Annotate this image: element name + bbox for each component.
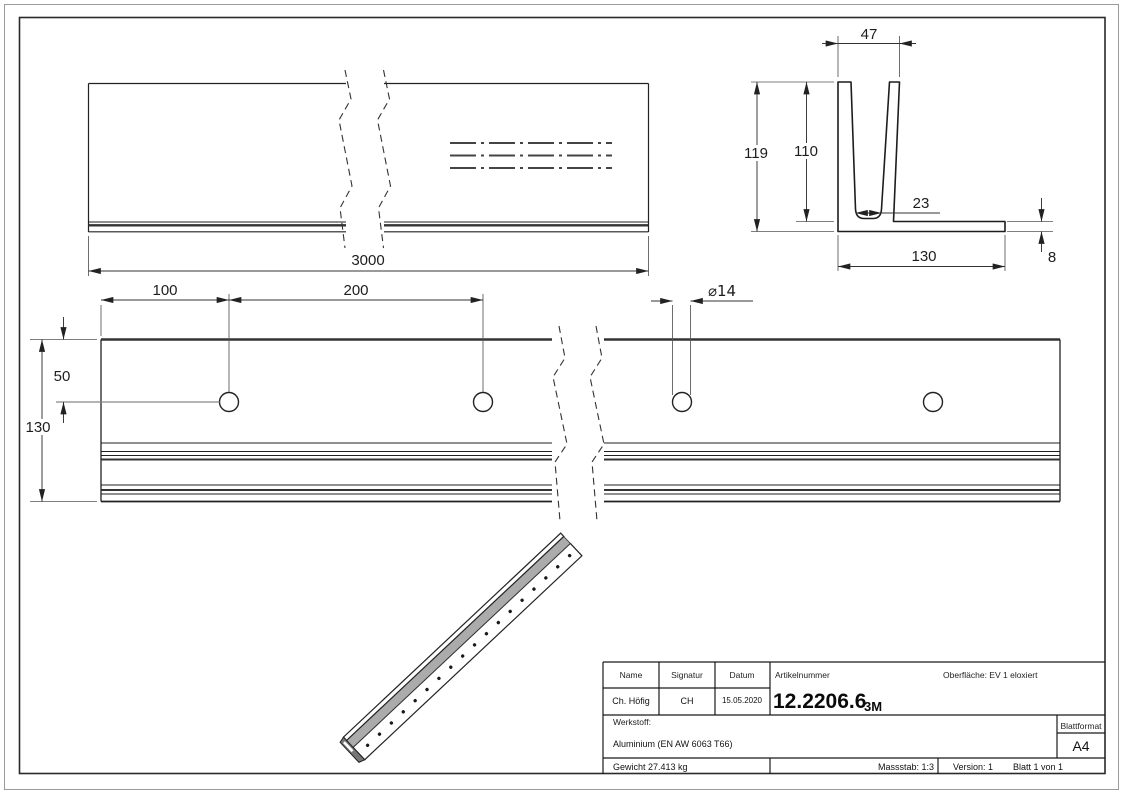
dim-section-base-thickness: 8 (1048, 249, 1056, 266)
section-dim-8: 8 (1007, 198, 1056, 266)
titleblock-werkstoff-value: Aluminium (EN AW 6063 T66) (613, 739, 733, 749)
top-view-dim-100: 100 (100, 282, 230, 392)
section-dim-47: 47 (822, 26, 916, 77)
dim-top-edge-to-hole: 100 (152, 282, 177, 299)
title-block-grid (602, 661, 1105, 774)
dim-front-length: 3000 (351, 252, 384, 269)
hole-2 (472, 391, 494, 413)
top-view-outline (100, 338, 1061, 503)
titleblock-gewicht: Gewicht 27.413 kg (613, 762, 688, 772)
dim-section-channel-depth: 110 (794, 143, 818, 160)
drawing-frame (18, 16, 1106, 775)
titleblock-version: Version: 1 (953, 762, 993, 772)
top-view-dim-50: 50 (54, 317, 71, 423)
titleblock-signatur-header: Signatur (671, 670, 703, 680)
front-view-break-lines (338, 69, 392, 249)
section-view: 47 119 110 23 130 8 (741, 26, 1056, 271)
titleblock-blattformat-label: Blattformat (1060, 721, 1102, 731)
mounting-holes (218, 391, 944, 413)
hole-3 (671, 391, 693, 413)
dim-section-slot-width: 23 (913, 195, 930, 212)
hole-4 (922, 391, 944, 413)
front-view-dim-3000: 3000 (88, 236, 649, 276)
title-block: Name Signatur Datum Ch. Höfig CH 15.05.2… (602, 661, 1105, 774)
dim-top-hole-diameter: ⌀14 (708, 282, 736, 300)
dim-top-hole-spacing: 200 (343, 282, 368, 299)
dim-top-hole-offset: 50 (54, 368, 71, 385)
front-view: 3000 (87, 69, 650, 276)
titleblock-blatt: Blatt 1 von 1 (1013, 762, 1063, 772)
top-view: 100 200 50 130 ⌀14 (22, 282, 1061, 522)
top-view-dim-hole-dia: ⌀14 (651, 282, 753, 395)
titleblock-artikelnummer-value: 12.2206.6 (773, 690, 866, 713)
section-dim-23: 23 (855, 195, 940, 217)
titleblock-oberflaeche: Oberfläche: EV 1 eloxiert (943, 670, 1038, 680)
front-view-centerlines (450, 142, 612, 169)
titleblock-artikelnummer-label: Artikelnummer (775, 670, 830, 680)
dim-top-profile-width: 130 (25, 419, 50, 436)
dim-section-base-width: 130 (911, 248, 936, 265)
titleblock-name-value: Ch. Höfig (612, 696, 650, 706)
titleblock-werkstoff-label: Werkstoff: (613, 717, 651, 727)
section-dim-130: 130 (837, 235, 1006, 271)
titleblock-massstab: Massstab: 1:3 (878, 762, 934, 772)
isometric-view (339, 532, 583, 763)
titleblock-blattformat-value: A4 (1072, 738, 1089, 754)
top-view-break-lines (552, 325, 605, 522)
iso-end-slot (342, 741, 354, 753)
titleblock-signatur-value: CH (681, 696, 694, 706)
top-view-dim-130: 130 (22, 339, 97, 502)
titleblock-name-header: Name (620, 670, 643, 680)
section-dim-110: 110 (791, 82, 834, 222)
titleblock-artikelnummer-suffix: 3M (864, 699, 882, 714)
dim-section-total-height: 119 (744, 145, 768, 162)
dim-section-top-width: 47 (861, 26, 878, 43)
hole-1 (218, 391, 240, 413)
section-dim-119: 119 (741, 81, 834, 232)
front-view-outline (87, 82, 650, 233)
iso-flange-holes (365, 553, 572, 748)
top-view-dim-200: 200 (229, 282, 484, 392)
titleblock-datum-header: Datum (729, 670, 754, 680)
titleblock-datum-value: 15.05.2020 (722, 696, 763, 705)
